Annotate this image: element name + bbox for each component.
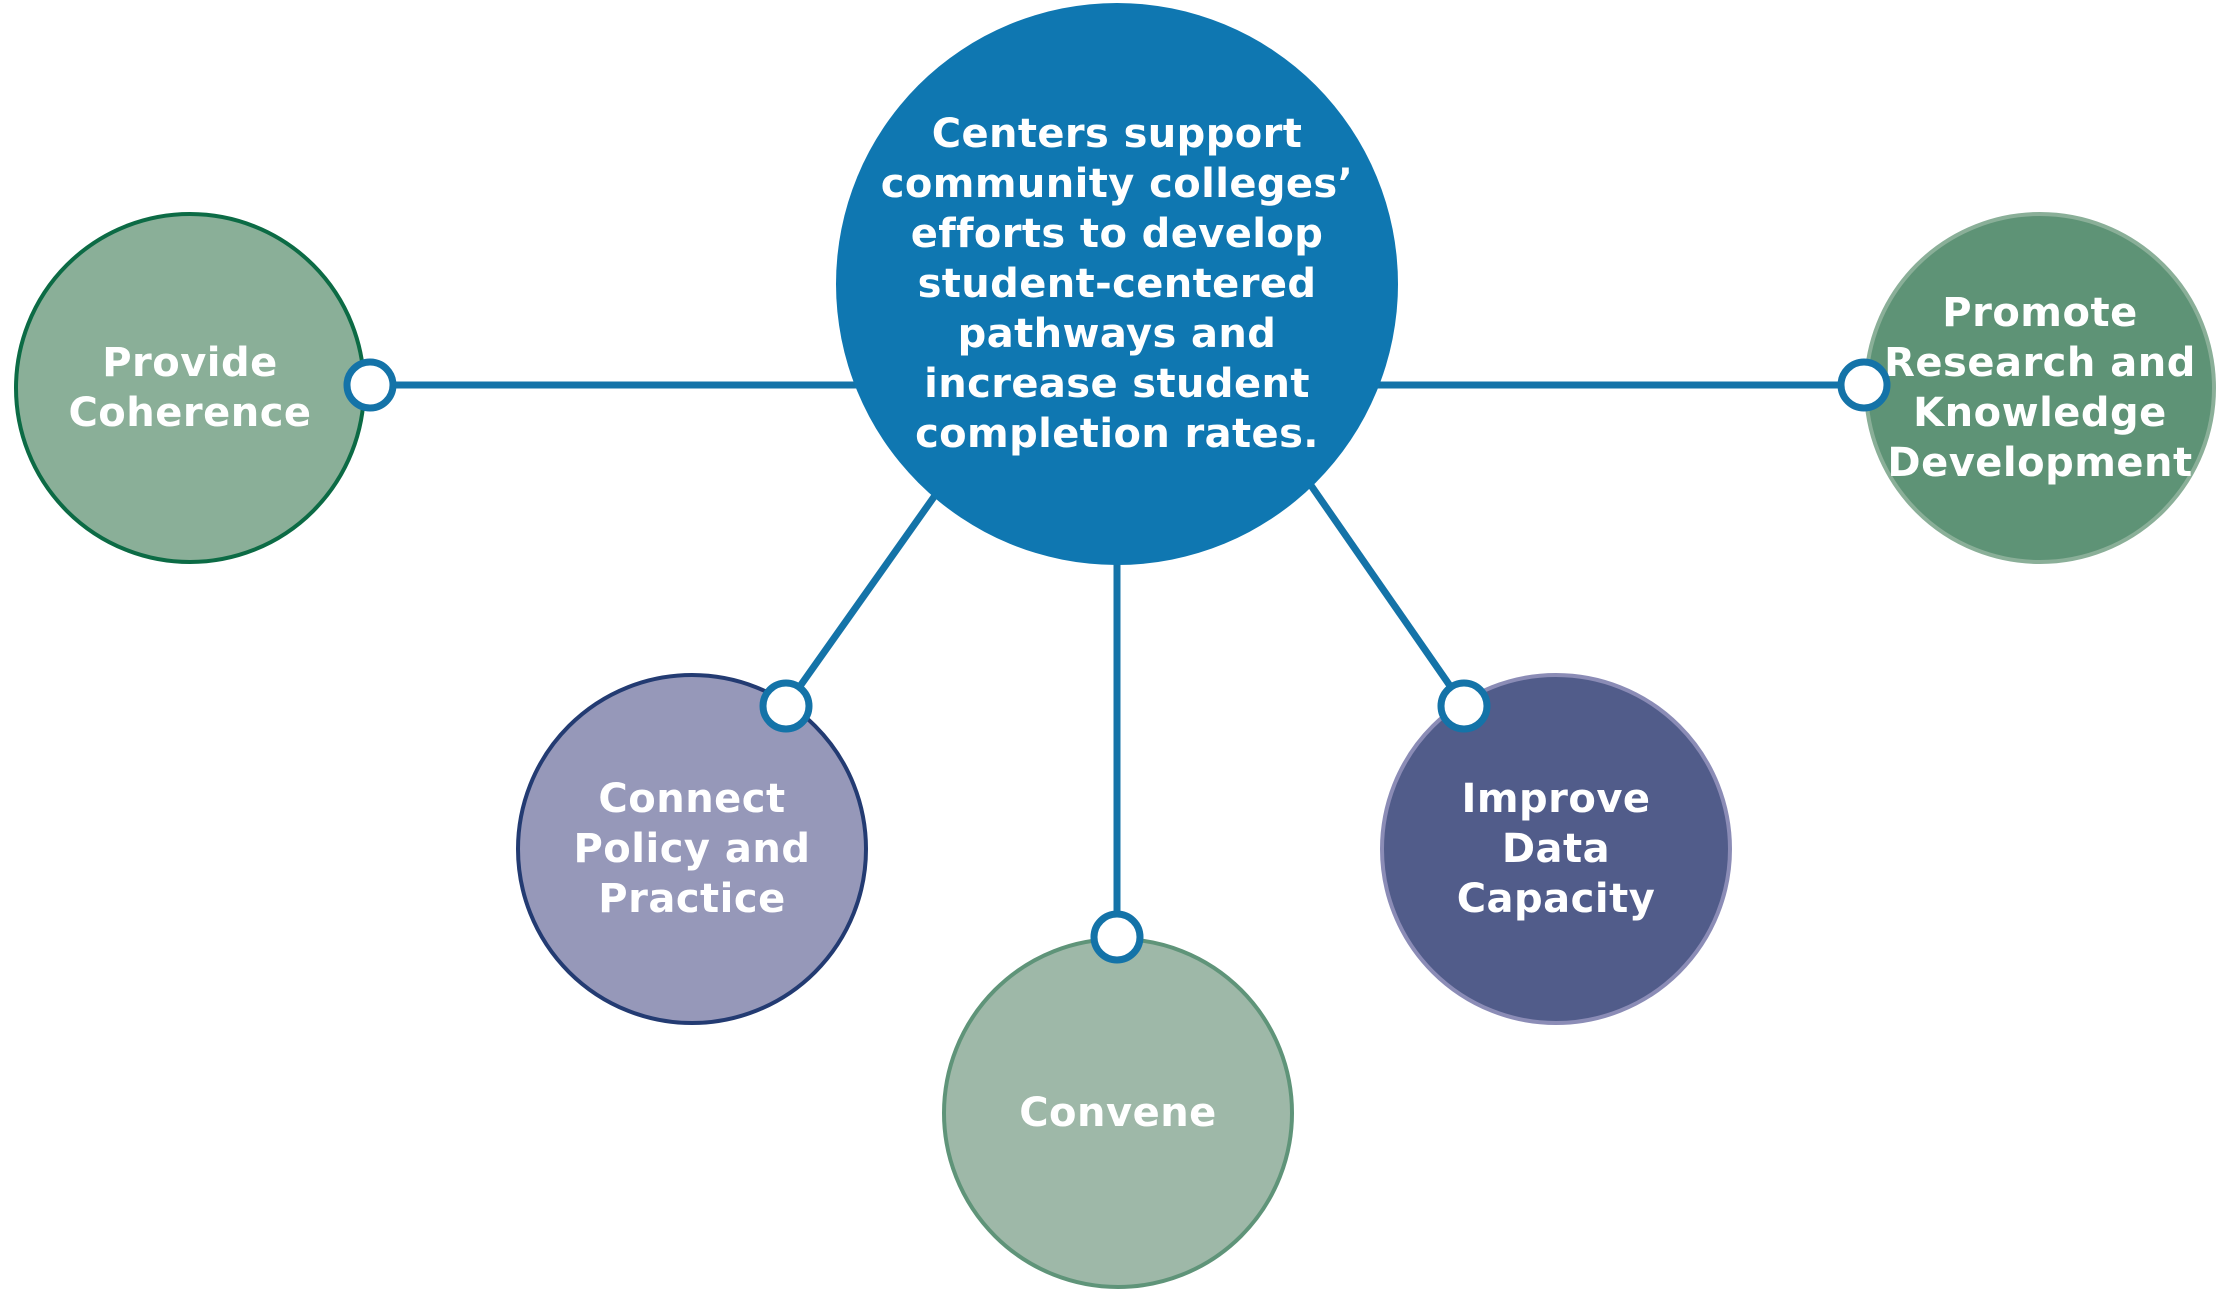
node-connect-policy-practice: Connect Policy and Practice <box>516 673 868 1025</box>
connector-line-improve <box>1307 482 1467 708</box>
node-convene: Convene <box>942 937 1294 1289</box>
node-promote-research-knowledge: Promote Research and Knowledge Developme… <box>1864 212 2216 564</box>
node-label-connect-policy-practice: Connect Policy and Practice <box>573 776 811 922</box>
central-goal-circle: Centers support community colleges’ effo… <box>836 3 1398 565</box>
node-improve-data-capacity: Improve Data Capacity <box>1380 673 1732 1025</box>
node-label-improve-data-capacity: Improve Data Capacity <box>1456 776 1656 922</box>
node-label-provide-coherence: Provide Coherence <box>68 340 312 436</box>
node-label-promote-research-knowledge: Promote Research and Knowledge Developme… <box>1884 290 2196 486</box>
central-goal-text: Centers support community colleges’ effo… <box>880 111 1354 457</box>
node-label-convene: Convene <box>1019 1090 1217 1136</box>
node-provide-coherence: Provide Coherence <box>14 212 366 564</box>
connector-line-connect <box>783 491 939 709</box>
